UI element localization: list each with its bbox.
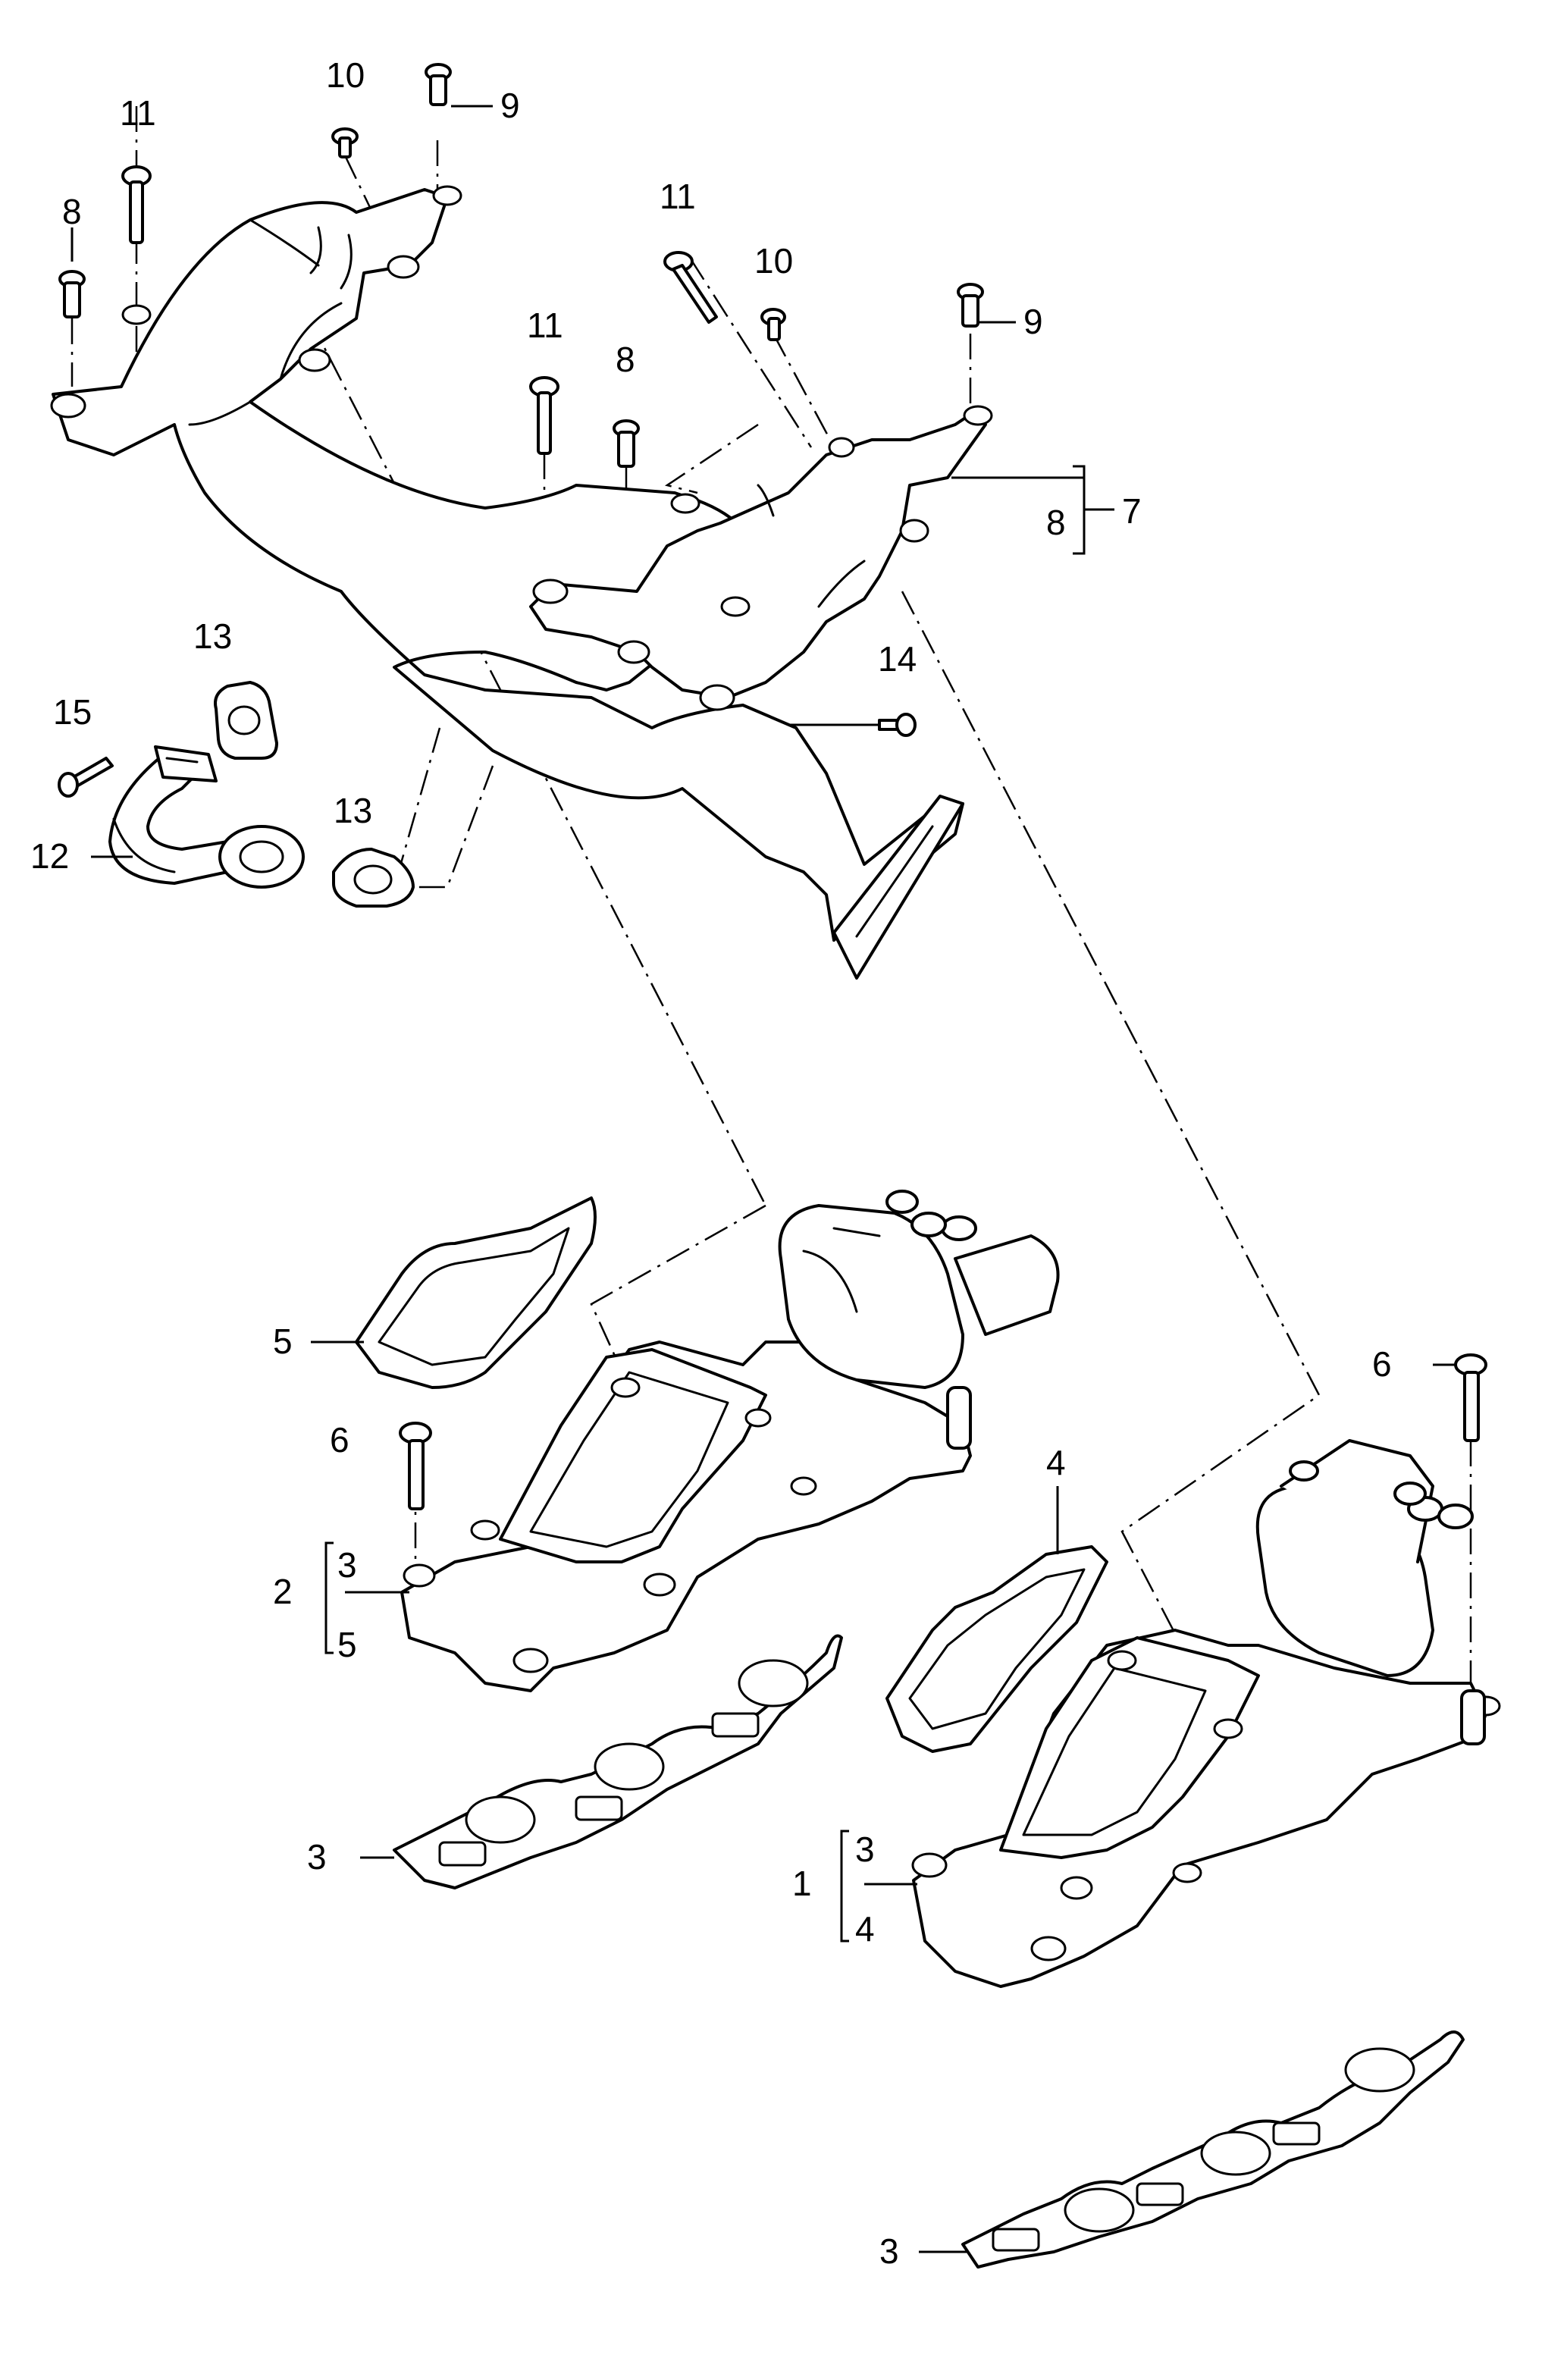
gasket-icon [393,1634,1465,2269]
callout-15: 15 [53,692,92,732]
callout-3: 3 [855,1830,875,1869]
callout-5: 5 [337,1625,357,1664]
callout-5: 5 [273,1322,293,1361]
callout-4: 4 [855,1909,875,1949]
callout-9: 9 [1023,302,1043,341]
exhaust-manifold-icon [529,405,993,711]
callout-14: 14 [878,639,917,679]
callout-3: 3 [337,1545,357,1585]
callout-10: 10 [754,241,793,281]
callout-8: 8 [1046,503,1066,542]
exhaust-manifold-icon [50,185,964,980]
callout-3: 3 [307,1837,327,1877]
callout-11: 11 [527,306,563,345]
intake-manifold-icon [911,1439,1501,1988]
callout-8: 8 [62,192,82,231]
gasket-icon [355,1196,1108,1753]
callout-12: 12 [30,836,69,876]
leader-lines [71,105,1456,2253]
callout-1: 1 [792,1864,812,1903]
callout-6: 6 [330,1420,349,1460]
bolt-icon [58,63,1487,1510]
callout-7: 7 [1122,491,1142,531]
callout-8: 8 [616,340,635,379]
callout-2: 2 [273,1572,293,1611]
callout-4: 4 [1046,1443,1066,1482]
callout-13: 13 [334,791,372,830]
callouts: 11 10 9 8 11 10 9 11 8 7 8 13 15 12 13 1… [30,55,1392,2271]
gasket-icon [214,681,415,908]
callout-9: 9 [500,86,520,125]
callout-13: 13 [193,616,232,656]
callout-3: 3 [879,2231,899,2271]
callout-11: 11 [120,93,156,133]
callout-11: 11 [660,177,696,216]
callout-6: 6 [1372,1344,1392,1384]
intake-manifold-icon [400,1190,1060,1692]
callout-10: 10 [326,55,365,95]
egr-pipe-icon [108,745,305,889]
